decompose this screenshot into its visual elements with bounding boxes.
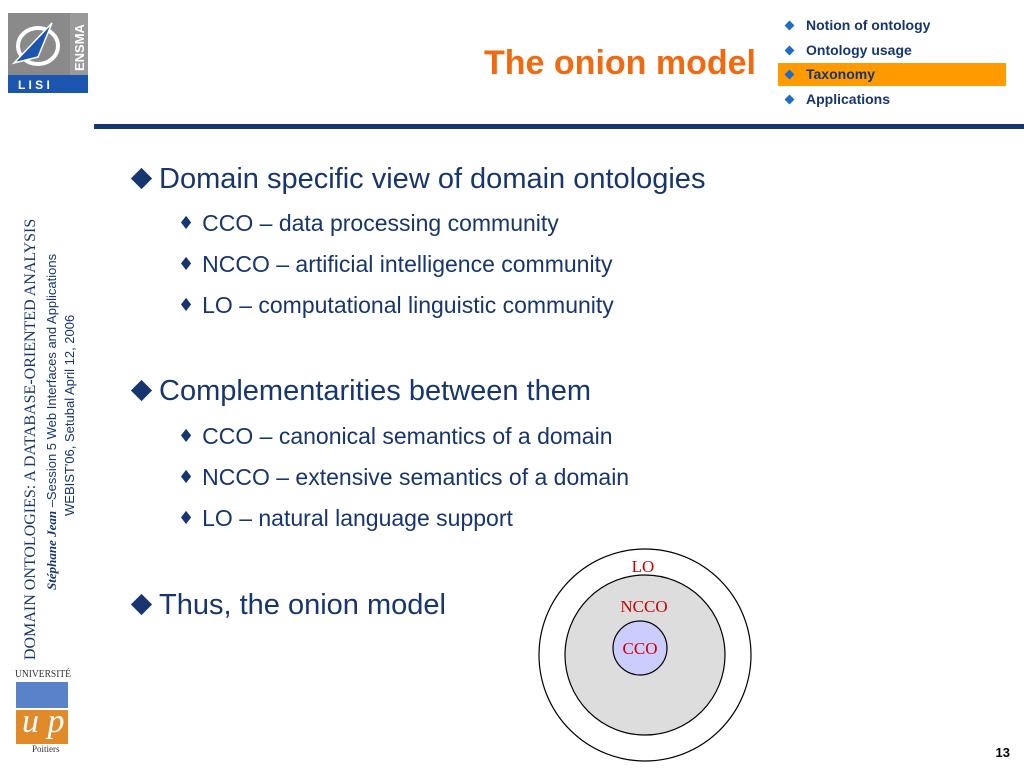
bullet-domain-specific: Domain specific view of domain ontologie… — [128, 163, 705, 196]
sidebar-author: Stéphane Jean — [44, 510, 59, 590]
diamond-suit-icon: ♦ — [178, 426, 195, 447]
sidebar-title: DOMAIN ONTOLOGIES: A DATABASE-ORIENTED A… — [22, 218, 39, 660]
page-number: 13 — [995, 745, 1010, 760]
diamond-suit-icon: ♦ — [178, 254, 195, 275]
sub-bullet: ♦ LO – computational linguistic community — [178, 292, 614, 319]
sub-bullet-text: CCO – data processing community — [202, 210, 559, 236]
diamond-suit-icon: ♦ — [178, 467, 195, 488]
sidebar-conference: WEBIST'06, Setubal April 12, 2006 — [62, 314, 77, 516]
diamond-bullet-icon — [130, 593, 153, 615]
section-nav: Notion of ontology Ontology usage Taxono… — [778, 14, 1006, 112]
bullet-text: Thus, the onion model — [159, 589, 446, 621]
sub-bullet: ♦ NCCO – extensive semantics of a domain — [178, 464, 629, 491]
bullet-onion-model: Thus, the onion model — [128, 589, 446, 622]
nav-item-ontology-usage[interactable]: Ontology usage — [778, 39, 1006, 62]
sub-bullet: ♦ NCCO – artificial intelligence communit… — [178, 251, 612, 278]
onion-inner-circle — [612, 620, 668, 676]
nav-bullet-icon — [784, 20, 795, 31]
logo-universite-text: UNIVERSITÉ — [15, 668, 71, 680]
nav-bullet-icon — [784, 45, 795, 55]
sub-bullet: ♦ LO – natural language support — [178, 505, 513, 532]
sub-bullet-text: CCO – canonical semantics of a domain — [202, 423, 613, 449]
nav-item-applications[interactable]: Applications — [778, 88, 1006, 111]
diamond-bullet-icon — [130, 379, 153, 401]
title-divider — [94, 124, 1024, 129]
diamond-suit-icon: ♦ — [178, 213, 195, 234]
diamond-suit-icon: ♦ — [178, 295, 195, 316]
slide-title: The onion model — [484, 44, 756, 82]
diamond-bullet-icon — [130, 167, 153, 189]
logo-letters: u p — [22, 703, 65, 740]
sub-bullet-text: LO – natural language support — [202, 505, 513, 531]
nav-bullet-icon — [784, 94, 795, 104]
diamond-suit-icon: ♦ — [178, 508, 195, 529]
logo-lisi-text: L I S I — [18, 78, 50, 92]
nav-item-notion-of-ontology[interactable]: Notion of ontology — [778, 14, 1006, 37]
logo-poitiers-text: Poitiers — [32, 744, 60, 754]
onion-label-lo: LO — [632, 557, 655, 576]
sub-bullet-text: NCCO – extensive semantics of a domain — [202, 464, 630, 490]
sub-bullet: ♦ CCO – data processing community — [178, 210, 559, 237]
sidebar-session: Stéphane Jean –Session 5 Web Interfaces … — [44, 254, 60, 590]
sub-bullet: ♦ CCO – canonical semantics of a domain — [178, 423, 613, 450]
nav-bullet-icon — [784, 69, 795, 80]
onion-label-cco: CCO — [623, 639, 658, 658]
nav-item-label: Notion of ontology — [806, 17, 931, 33]
bullet-complementarities: Complementarities between them — [128, 375, 591, 408]
lisi-ensma-logo: ENSMA L I S I — [8, 13, 88, 93]
nav-item-label: Applications — [806, 90, 891, 107]
onion-diagram: LO NCCO CCO — [538, 548, 752, 762]
nav-item-label: Taxonomy — [806, 66, 875, 82]
university-poitiers-logo: UNIVERSITÉ u p Poitiers — [15, 668, 71, 754]
bullet-text: Domain specific view of domain ontologie… — [159, 163, 706, 195]
sub-bullet-text: LO – computational linguistic community — [202, 292, 614, 318]
nav-item-label: Ontology usage — [806, 41, 912, 58]
logo-ensma-text: ENSMA — [72, 23, 87, 71]
onion-label-ncco: NCCO — [620, 597, 667, 616]
bullet-text: Complementarities between them — [159, 375, 591, 407]
sub-bullet-text: NCCO – artificial intelligence community — [202, 251, 613, 277]
sidebar-session-text: –Session 5 Web Interfaces and Applicatio… — [44, 253, 59, 511]
nav-item-taxonomy[interactable]: Taxonomy — [778, 63, 1006, 86]
